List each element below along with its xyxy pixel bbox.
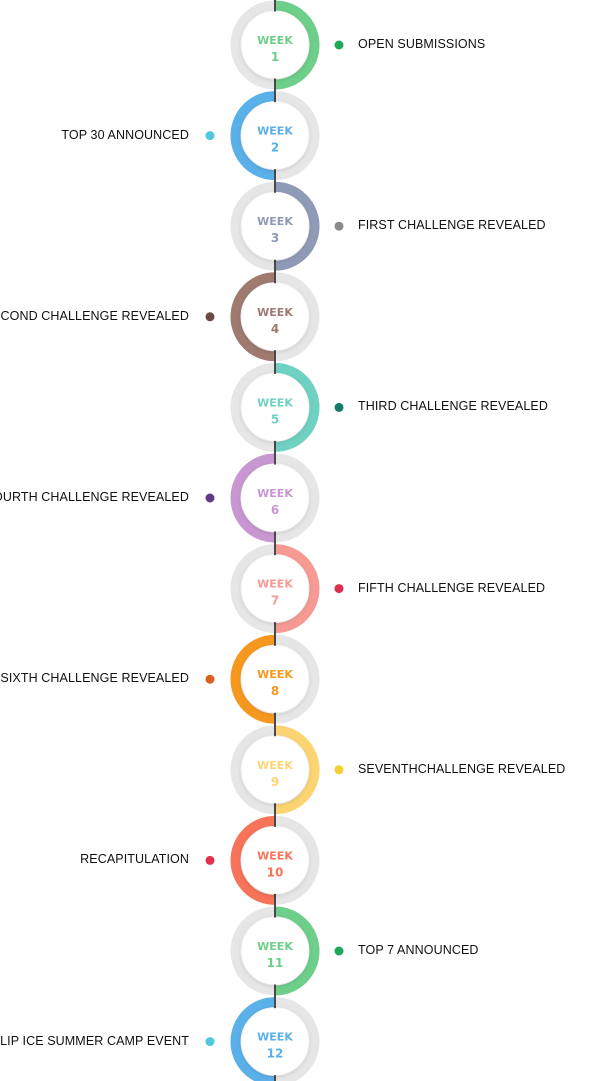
- week-ring-arc: [274, 906, 320, 996]
- week-center: [241, 917, 309, 985]
- event-label: SIXTH CHALLENGE REVEALED: [0, 671, 189, 686]
- event-dot: [334, 221, 344, 231]
- event-dot: [205, 131, 215, 141]
- week-ring-arc: [230, 634, 276, 724]
- week-center: [241, 464, 309, 532]
- week-label: WEEK: [257, 578, 293, 591]
- week-ring-arc: [274, 362, 320, 452]
- event-dot: [334, 584, 344, 594]
- week-label: WEEK: [257, 668, 293, 681]
- week-ring-arc: [230, 815, 276, 905]
- week-ring-arc: [230, 91, 276, 181]
- week-number: 10: [267, 865, 284, 879]
- week-center: [241, 192, 309, 260]
- week-label: WEEK: [257, 34, 293, 47]
- week-label: WEEK: [257, 396, 293, 409]
- week-ring-arc: [274, 725, 320, 815]
- week-ring-arc: [230, 997, 276, 1081]
- event-label: SECOND CHALLENGE REVEALED: [0, 308, 189, 323]
- week-label: WEEK: [257, 306, 293, 319]
- week-label: WEEK: [257, 849, 293, 862]
- week-label: WEEK: [257, 940, 293, 953]
- event-label: FIRST CHALLENGE REVEALED: [358, 218, 546, 233]
- event-dot: [334, 946, 344, 956]
- week-label: WEEK: [257, 759, 293, 772]
- week-number: 11: [267, 956, 284, 970]
- week-number: 3: [271, 231, 279, 245]
- week-center: [241, 736, 309, 804]
- event-label: TOP 30 ANNOUNCED: [61, 127, 189, 142]
- week-number: 8: [271, 684, 279, 698]
- week-number: 1: [271, 50, 279, 64]
- event-label: TOP 7 ANNOUNCED: [358, 943, 479, 957]
- week-center: [241, 11, 309, 79]
- week-center: [241, 102, 309, 170]
- week-label: WEEK: [257, 487, 293, 500]
- week-label: WEEK: [257, 215, 293, 228]
- event-dot: [334, 40, 344, 50]
- week-center: [241, 645, 309, 713]
- week-number: 9: [271, 775, 279, 789]
- week-ring-arc: [230, 272, 276, 362]
- week-ring-arc: [274, 0, 320, 90]
- event-label: FOURTH CHALLENGE REVEALED: [0, 490, 189, 504]
- event-label: THIRD CHALLENGE REVEALED: [358, 399, 548, 414]
- event-dot: [205, 855, 215, 865]
- week-center: [241, 373, 309, 441]
- event-dot: [205, 1037, 215, 1047]
- week-center: [241, 1008, 309, 1076]
- event-dot: [334, 402, 344, 412]
- event-label: RECAPITULATION: [80, 852, 189, 867]
- week-center: [241, 283, 309, 351]
- event-dot: [205, 493, 215, 503]
- event-label: FIFTH CHALLENGE REVEALED: [358, 580, 546, 595]
- event-label: SEVENTHCHALLENGE REVEALED: [358, 761, 566, 776]
- week-number: 2: [271, 141, 279, 155]
- week-ring-arc: [274, 544, 320, 634]
- week-ring-arc: [230, 453, 276, 543]
- week-center: [241, 826, 309, 894]
- week-number: 5: [271, 412, 279, 426]
- week-number: 6: [271, 503, 279, 517]
- week-label: WEEK: [257, 1031, 293, 1044]
- event-dot: [205, 674, 215, 684]
- event-dot: [334, 765, 344, 775]
- week-ring-arc: [274, 181, 320, 271]
- week-number: 12: [267, 1047, 284, 1061]
- week-number: 4: [271, 322, 279, 336]
- week-center: [241, 555, 309, 623]
- event-dot: [205, 312, 215, 322]
- event-label: LIP ICE SUMMER CAMP EVENT: [0, 1033, 189, 1048]
- event-label: OPEN SUBMISSIONS: [358, 37, 486, 51]
- week-number: 7: [271, 594, 279, 608]
- week-label: WEEK: [257, 125, 293, 138]
